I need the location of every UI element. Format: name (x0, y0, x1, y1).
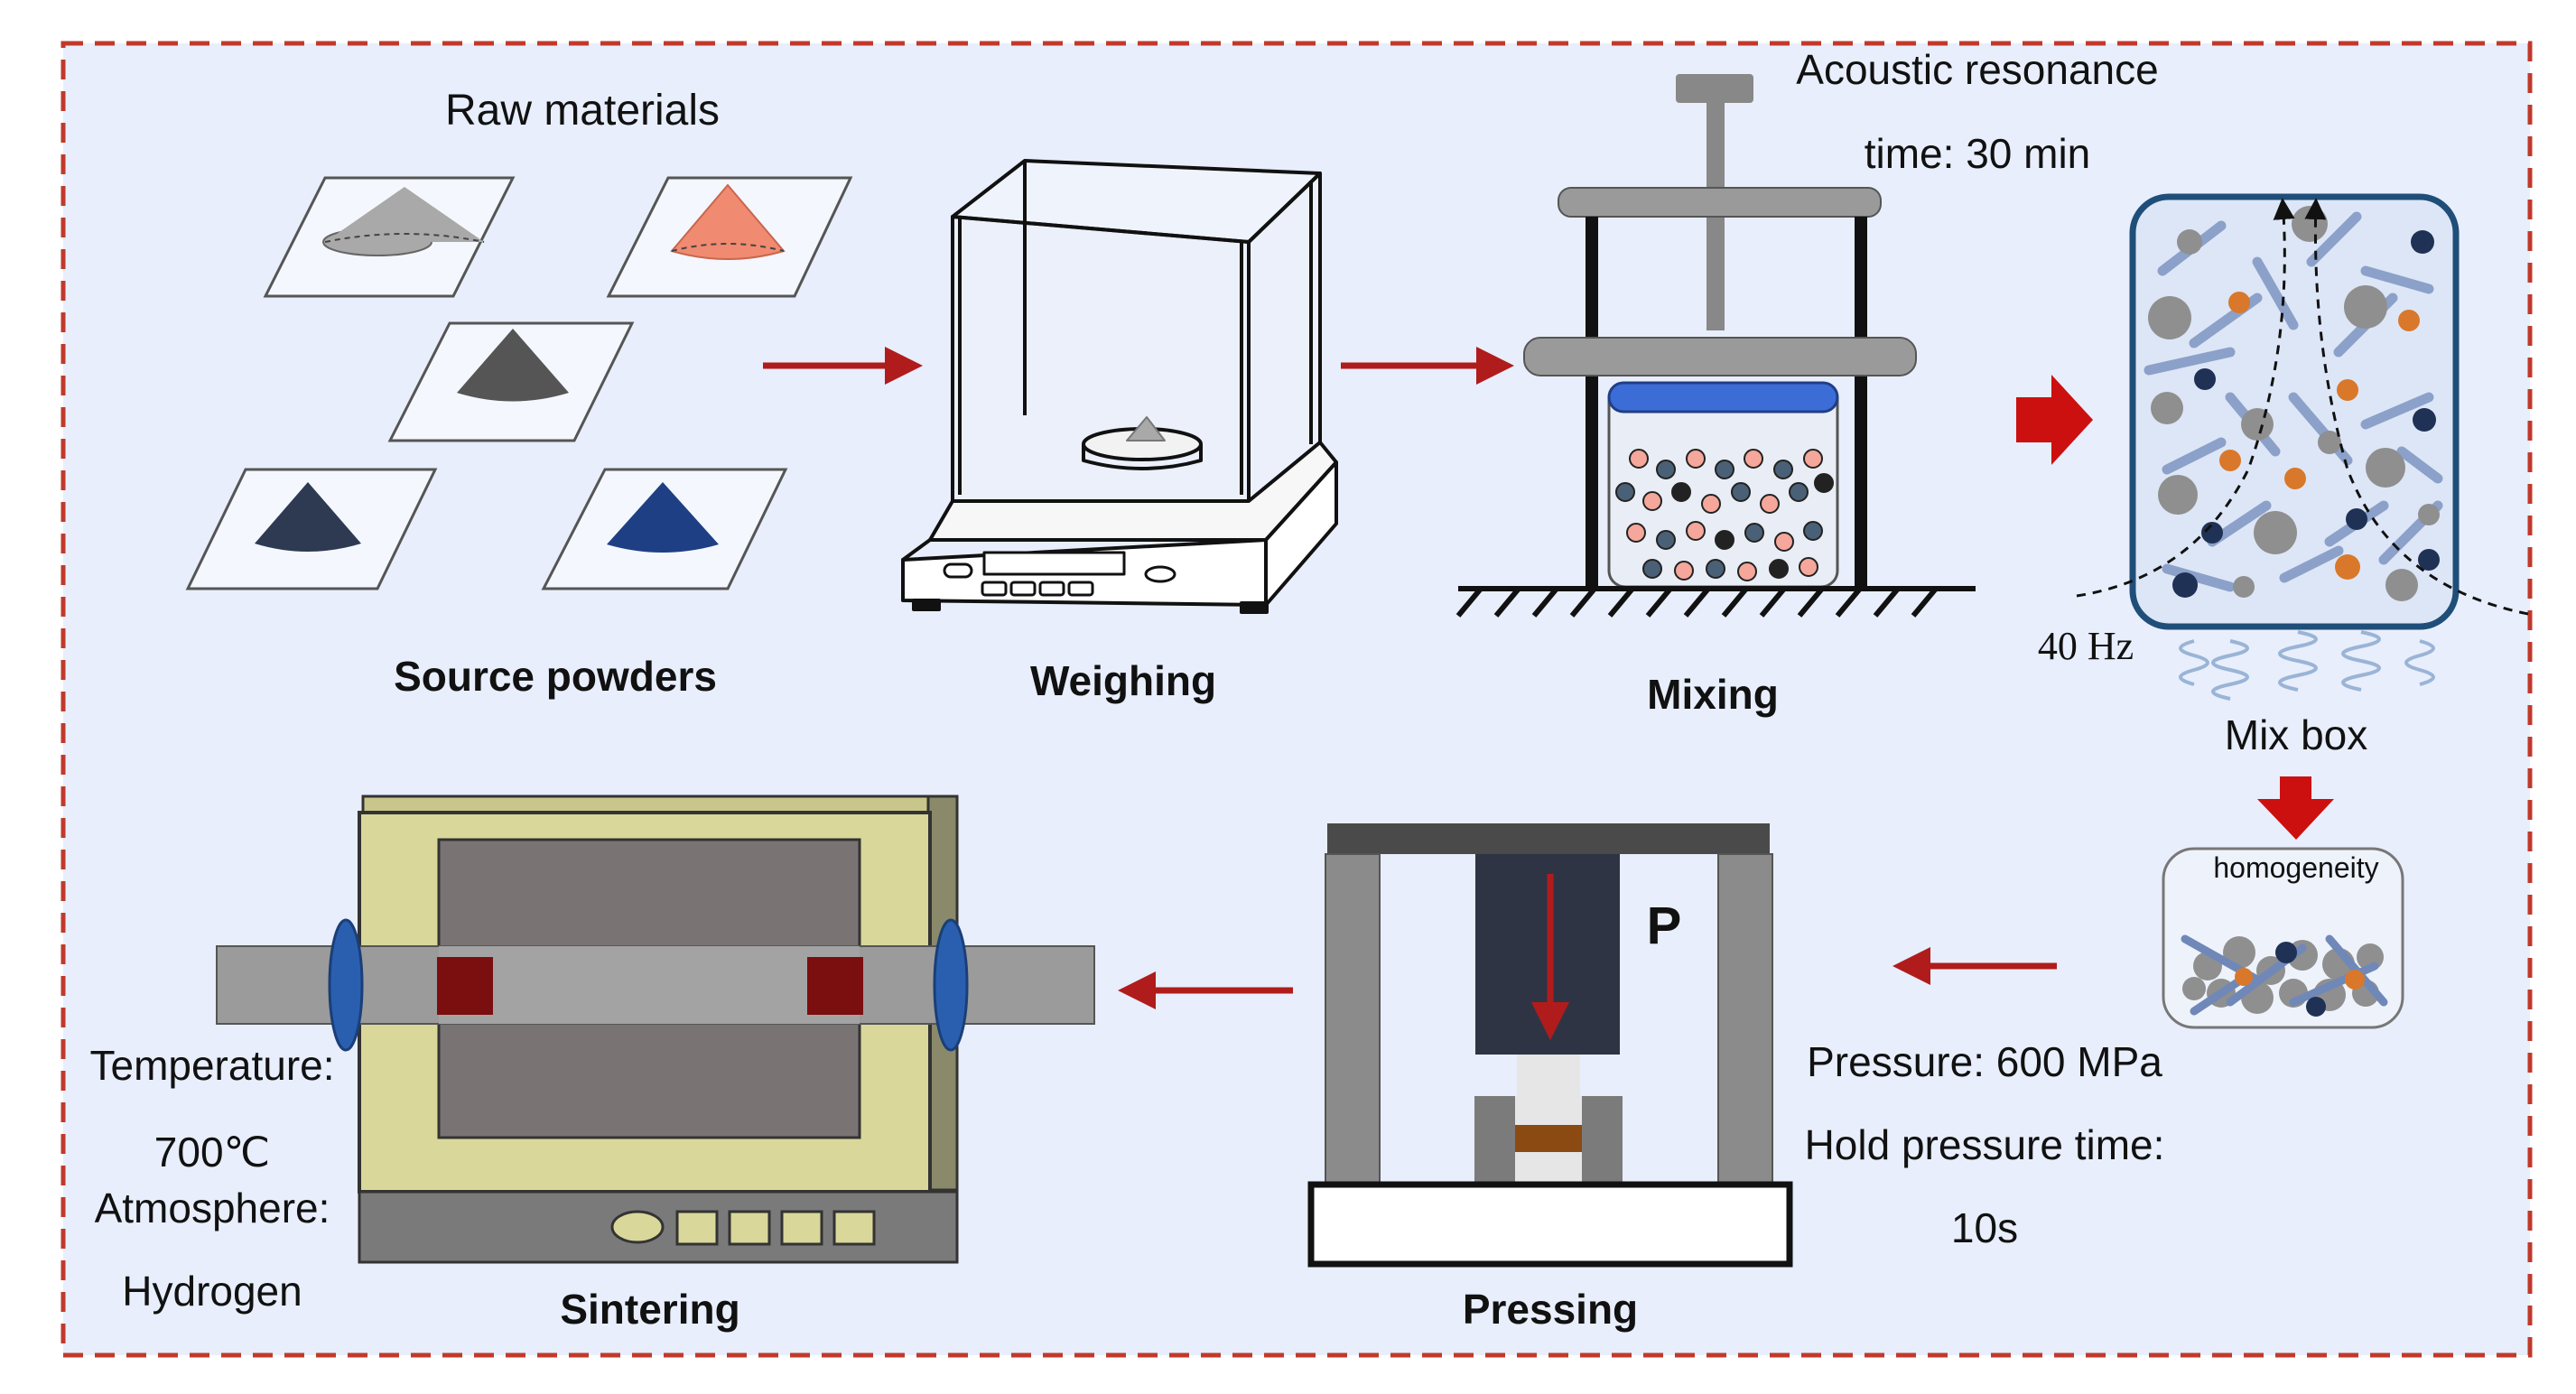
hold-time-label: Hold pressure time: (1805, 1121, 2165, 1168)
powder-sheet-dark (387, 321, 635, 442)
pressing-label: Pressing (1463, 1286, 1638, 1333)
mixing-label: Mixing (1647, 671, 1779, 718)
arrow-box-to-homogeneity (2257, 776, 2334, 840)
powder-sheet-salmon (606, 176, 853, 298)
analytical-balance (901, 159, 1338, 614)
frequency-label: 40 Hz (2038, 624, 2134, 668)
hold-time-value: 10s (1951, 1204, 2018, 1251)
acoustic-resonance-label: Acoustic resonance (1796, 46, 2158, 93)
temperature-value: 700℃ (154, 1129, 270, 1176)
raw-materials-label: Raw materials (445, 87, 720, 135)
powder-sheet-blue (541, 468, 788, 590)
homogeneity-label: homogeneity (2213, 851, 2378, 884)
atmosphere-label: Atmosphere: (95, 1185, 330, 1231)
sintering-label: Sintering (560, 1286, 739, 1333)
powder-sheet-navy (185, 468, 438, 590)
pressure-label: Pressure: 600 MPa (1807, 1038, 2162, 1085)
source-powders-group: Raw materials Source powders (185, 87, 853, 700)
vibration-springs (2179, 630, 2435, 701)
temperature-label: Temperature: (89, 1042, 334, 1089)
press-symbol: P (1647, 897, 1682, 955)
acoustic-mixer (1455, 74, 1976, 618)
tube-furnace (216, 795, 1095, 1264)
mix-box (2076, 193, 2529, 701)
ground-hatching (1455, 587, 1939, 618)
atmosphere-value: Hydrogen (122, 1268, 302, 1315)
weighing-label: Weighing (1030, 657, 1216, 704)
arrow-mixing-to-box (2016, 375, 2093, 465)
mixing-time-label: time: 30 min (1865, 130, 2091, 177)
mix-box-label: Mix box (2225, 711, 2367, 758)
powder-sheet-gray (263, 176, 516, 298)
source-powders-label: Source powders (394, 653, 717, 700)
homogeneity-box (2162, 847, 2404, 1029)
hydraulic-press (1307, 823, 1793, 1268)
